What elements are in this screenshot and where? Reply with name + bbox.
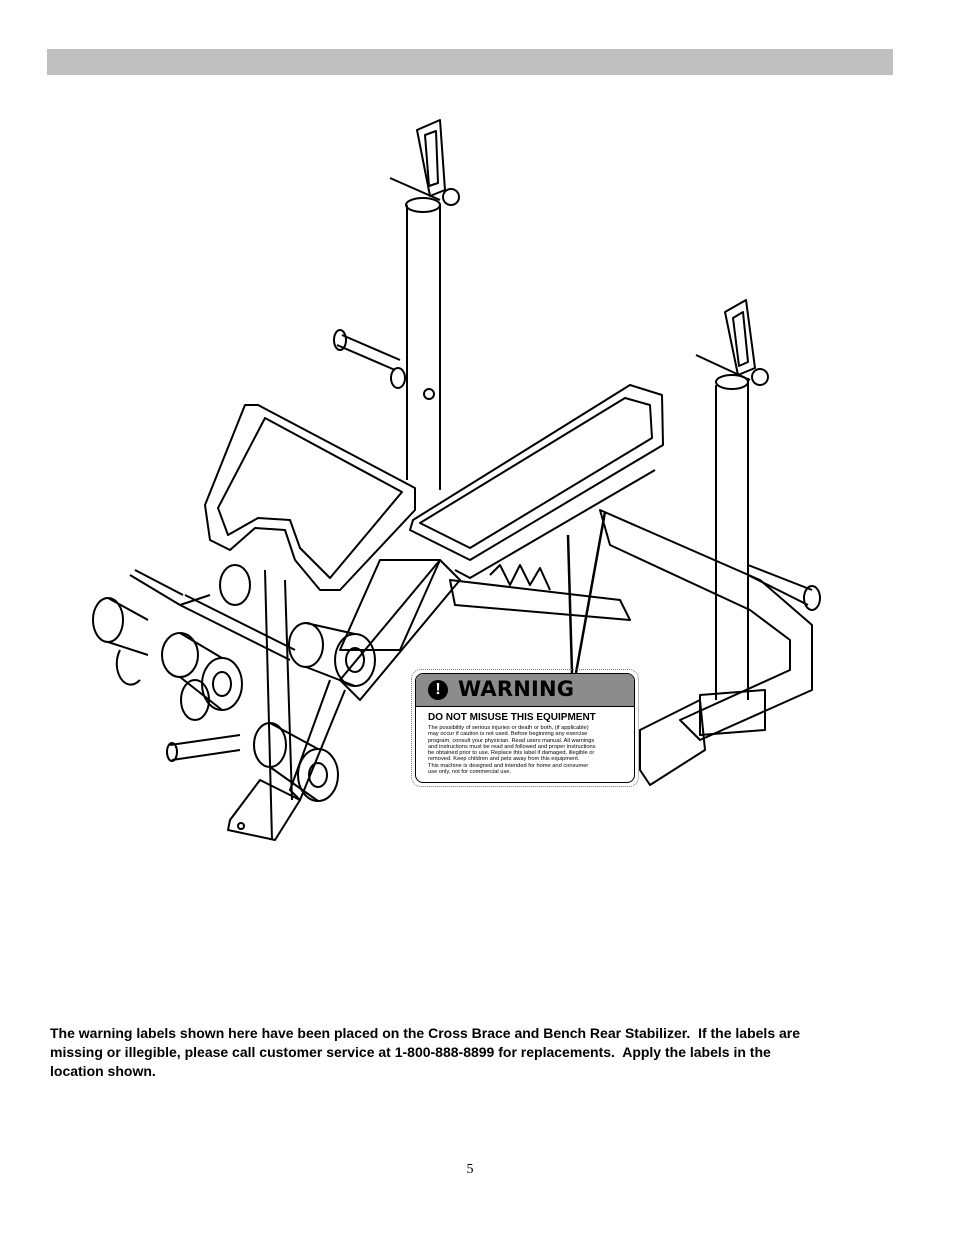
label-pointer-lines — [566, 511, 607, 674]
roller-pads — [92, 564, 376, 802]
exclamation-icon: ! — [428, 680, 448, 700]
bench-illustration — [92, 119, 821, 841]
warning-label-body: The possibility of serious injuries or d… — [428, 725, 596, 776]
page-number: 5 — [466, 1162, 474, 1177]
warning-label-subtitle: DO NOT MISUSE THIS EQUIPMENT — [428, 712, 596, 723]
caption-text: The warning labels shown here have been … — [50, 1025, 801, 1079]
seat-pad — [204, 404, 416, 591]
left-upright — [333, 119, 460, 490]
section-header-bar — [47, 49, 893, 75]
right-upright — [695, 299, 821, 736]
warning-label: ! WARNING DO NOT MISUSE THIS EQUIPMENT T… — [415, 673, 635, 783]
bench-frame — [227, 509, 813, 841]
warning-label-title: WARNING — [458, 677, 575, 701]
backrest-pad — [409, 384, 664, 579]
warning-label-border — [411, 669, 639, 787]
warning-label-header: ! WARNING — [416, 674, 634, 707]
